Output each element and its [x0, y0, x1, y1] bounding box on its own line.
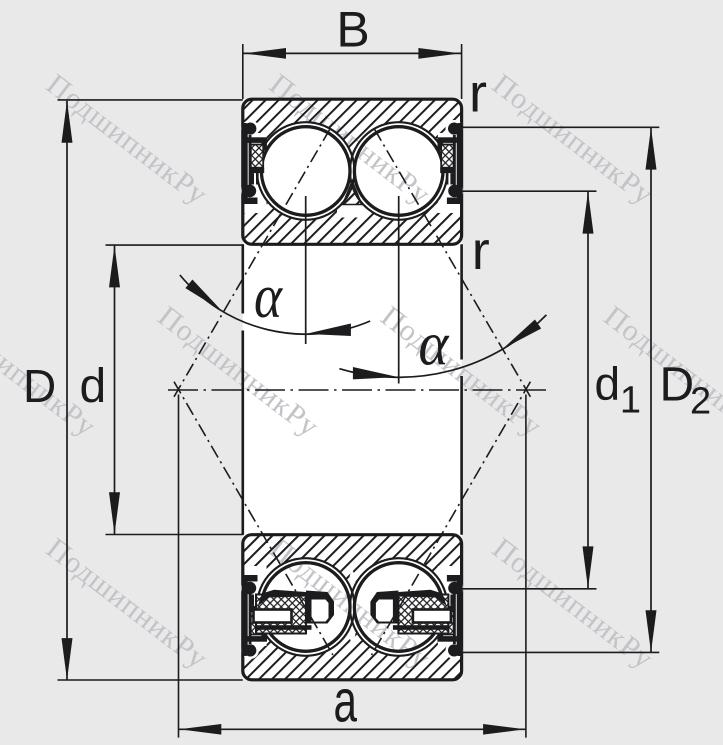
svg-text:a: a — [334, 668, 358, 735]
svg-text:2: 2 — [690, 381, 711, 423]
svg-text:D: D — [660, 358, 695, 411]
svg-text:d: d — [80, 360, 107, 413]
svg-text:r: r — [469, 64, 487, 124]
svg-text:1: 1 — [620, 380, 641, 422]
svg-text:α: α — [418, 311, 449, 379]
svg-text:d: d — [595, 358, 621, 410]
svg-text:α: α — [254, 263, 283, 331]
svg-text:B: B — [336, 2, 369, 58]
svg-text:r: r — [472, 221, 490, 281]
svg-text:D: D — [23, 360, 56, 412]
